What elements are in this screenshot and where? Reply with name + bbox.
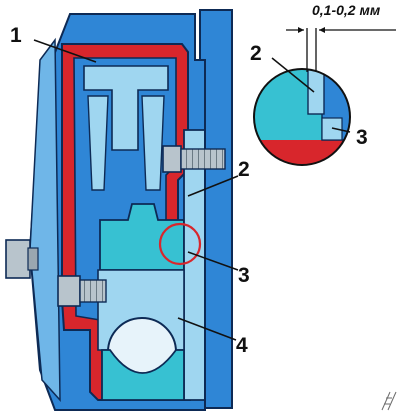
bearing-race — [101, 349, 185, 401]
inset-border — [253, 68, 351, 166]
housing-rim — [29, 37, 61, 402]
outer-nut-neck — [27, 247, 39, 271]
main-section — [5, 9, 233, 411]
inset-seal-rect — [307, 69, 325, 115]
leader-lines — [33, 39, 239, 341]
casing-right — [199, 9, 233, 409]
inset-leaders — [271, 57, 351, 133]
lower-bolt-shank — [79, 279, 107, 303]
upper-bolt-shank — [180, 148, 226, 170]
callout-4: 4 — [236, 334, 248, 357]
callout-2: 2 — [238, 158, 250, 181]
lower-bolt-head — [57, 275, 81, 307]
callout-1: 1 — [10, 24, 22, 47]
inset-callout-2: 2 — [250, 42, 262, 65]
gap-dimension-label: 0,1-0,2 мм — [312, 2, 381, 18]
rib-right — [141, 95, 165, 191]
rib-left — [87, 95, 109, 191]
t-section — [83, 65, 169, 151]
outer-nut — [5, 239, 31, 279]
callout-3: 3 — [238, 264, 250, 287]
upper-bolt-head — [162, 145, 182, 173]
gap-dimension — [286, 27, 396, 72]
flange-plate — [183, 129, 206, 401]
inset-lower-rect — [321, 117, 343, 141]
detail-circle — [158, 222, 202, 266]
inset-callout-3: 3 — [356, 126, 368, 149]
inset-detail — [253, 68, 351, 166]
ladder-stamp-icon — [381, 391, 397, 411]
